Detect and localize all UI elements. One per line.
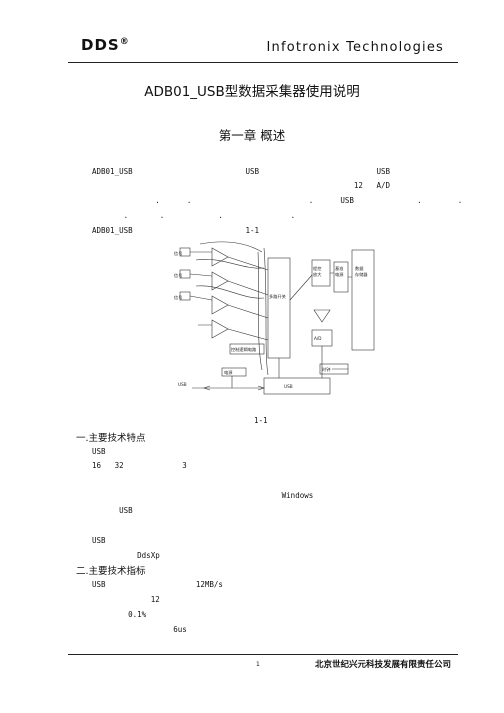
features-line-2: 16 32 3 (92, 461, 187, 470)
section-heading-specs: 二.主要技术指标 (76, 566, 146, 577)
comparator (313, 309, 331, 323)
svg-text:信号: 信号 (174, 294, 182, 301)
page-number: 1 (256, 661, 260, 668)
section-heading-features: 一.主要技术特点 (76, 433, 146, 444)
intro-line-5: ADB01_USB 1-1 (92, 226, 260, 235)
power-block (221, 367, 247, 377)
svg-text:电源: 电源 (335, 271, 344, 278)
svg-text:程控: 程控 (313, 265, 322, 272)
adc-label: A/D (314, 336, 322, 341)
features-line-1: USB (92, 447, 106, 456)
svg-text:电源: 电源 (224, 369, 233, 376)
amplifier-4 (211, 319, 229, 339)
figure-caption: 1-1 (254, 416, 268, 425)
usb-label: USB (284, 384, 293, 389)
features-line-8: DdsXp (92, 551, 160, 560)
specs-line-1: USB 12MB/s (92, 580, 223, 589)
features-line-5: USB (92, 506, 133, 515)
memory-block (351, 249, 375, 351)
mux-block (267, 257, 291, 359)
intro-line-1: ADB01_USB USB USB (92, 167, 391, 176)
brand-name: DDS (81, 36, 120, 54)
svg-text:时钟: 时钟 (322, 366, 330, 373)
block-diagram: 信号 信号 信号 多路开关 控制逻辑电路 程控 放大 基准 电源 数据 存储器 … (174, 241, 375, 395)
footer-divider (68, 654, 458, 655)
svg-text:数据: 数据 (355, 265, 363, 272)
svg-text:存储器: 存储器 (355, 271, 368, 278)
svg-text:基准: 基准 (335, 265, 343, 272)
svg-text:放大: 放大 (313, 271, 321, 278)
header-divider (68, 62, 458, 63)
document-title: ADB01_USB型数据采集器使用说明 (144, 84, 360, 100)
specs-line-4: 6us (92, 625, 187, 634)
svg-text:USB: USB (178, 382, 187, 387)
brand-logo: DDS® (81, 36, 130, 54)
svg-text:信号: 信号 (174, 250, 182, 257)
control-logic-block (229, 343, 265, 355)
specs-line-2: 12 (92, 595, 160, 604)
intro-line-3: . . . USB . . (92, 196, 463, 205)
registered-mark: ® (119, 37, 130, 47)
amplifier-2 (211, 271, 229, 291)
chapter-title: 第一章 概述 (218, 128, 286, 143)
svg-text:信号: 信号 (174, 272, 182, 279)
features-line-4: Windows (92, 491, 314, 500)
intro-line-2: 12 A/D (92, 181, 391, 190)
mux-label: 多路开关 (269, 293, 286, 300)
company-english-name: Infotronix Technologies (266, 40, 444, 55)
footer-company-name: 北京世纪兴元科技发展有限责任公司 (315, 660, 452, 670)
amplifier-1 (211, 247, 229, 267)
usb-block (263, 377, 331, 395)
specs-line-3: 0.1% (92, 610, 147, 619)
intro-line-4: . . . . (92, 211, 296, 220)
ctrl-label: 控制逻辑电路 (231, 346, 257, 353)
amplifier-3 (211, 295, 229, 315)
features-line-7: USB (92, 536, 106, 545)
